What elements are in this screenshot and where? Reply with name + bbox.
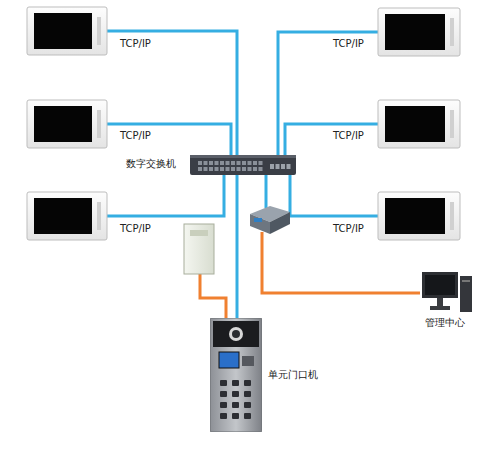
- device-picture: [190, 155, 296, 175]
- network-wire: [107, 31, 378, 216]
- management-computer: 管理中心: [420, 270, 474, 314]
- network-switch: 数字交换机: [190, 155, 296, 175]
- device-label: 单元门口机: [268, 369, 318, 381]
- protocol-label: TCP/IP: [120, 223, 151, 235]
- media-converter: [250, 206, 290, 234]
- network-cable: [236, 175, 239, 318]
- protocol-label: TCP/IP: [120, 130, 151, 142]
- device-picture: [210, 318, 262, 432]
- protocol-label: TCP/IP: [120, 38, 151, 50]
- power-wire: [200, 232, 420, 318]
- door-station: 单元门口机: [210, 318, 262, 432]
- indoor-monitor: [27, 7, 460, 240]
- device-label: 管理中心: [425, 317, 465, 329]
- protocol-label: TCP/IP: [333, 38, 364, 50]
- power-supply: [184, 224, 214, 274]
- protocol-label: TCP/IP: [333, 130, 364, 142]
- protocol-label: TCP/IP: [333, 223, 364, 235]
- device-label: 数字交换机: [126, 158, 176, 170]
- device-picture: [420, 270, 474, 314]
